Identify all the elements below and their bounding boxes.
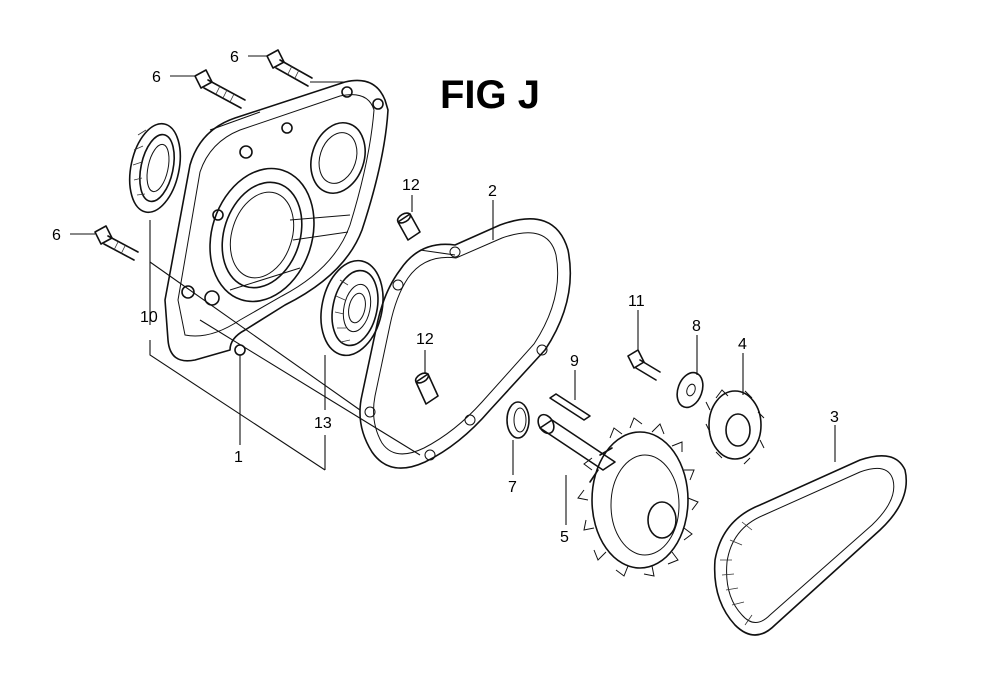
- gasket: [359, 218, 572, 469]
- callout-6: 6: [52, 227, 61, 244]
- shaft-key: [549, 393, 591, 421]
- ball-bearing: [320, 259, 384, 357]
- callout-4: 4: [738, 336, 747, 353]
- callout-11: 11: [628, 293, 645, 310]
- callout-12: 12: [402, 177, 420, 194]
- callout-7: 7: [508, 479, 517, 496]
- flange-bolt-left: [94, 225, 139, 261]
- drive-sprocket: [705, 389, 765, 465]
- callout-8: 8: [692, 318, 701, 335]
- callout-10: 10: [140, 309, 158, 326]
- flange-bolt-top-left: [194, 69, 246, 109]
- figure-title: FIG J: [440, 73, 540, 117]
- washer: [676, 371, 704, 409]
- leader-lines: [70, 55, 836, 525]
- oil-seal: [128, 122, 182, 214]
- drive-shaft-sprocket: [537, 413, 699, 577]
- gear-case-cover: [164, 79, 389, 362]
- flange-bolt-top-right: [266, 49, 313, 87]
- callout-labels: 6 6 6 10 1 13 12 12 2 11 8 4 9 7 5 3: [52, 49, 839, 546]
- callout-3: 3: [830, 409, 839, 426]
- callout-9: 9: [570, 353, 579, 370]
- bolt-small: [627, 349, 661, 381]
- callout-13: 13: [314, 415, 332, 432]
- callout-1: 1: [234, 449, 243, 466]
- callout-12: 12: [416, 331, 434, 348]
- thrust-ring: [506, 401, 530, 439]
- callout-6: 6: [230, 49, 239, 66]
- callout-5: 5: [560, 529, 569, 546]
- dowel-pin-lower: [414, 372, 439, 405]
- callout-2: 2: [488, 183, 497, 200]
- dowel-pin-upper: [396, 212, 421, 241]
- roller-chain: [713, 454, 907, 636]
- callout-6: 6: [152, 69, 161, 86]
